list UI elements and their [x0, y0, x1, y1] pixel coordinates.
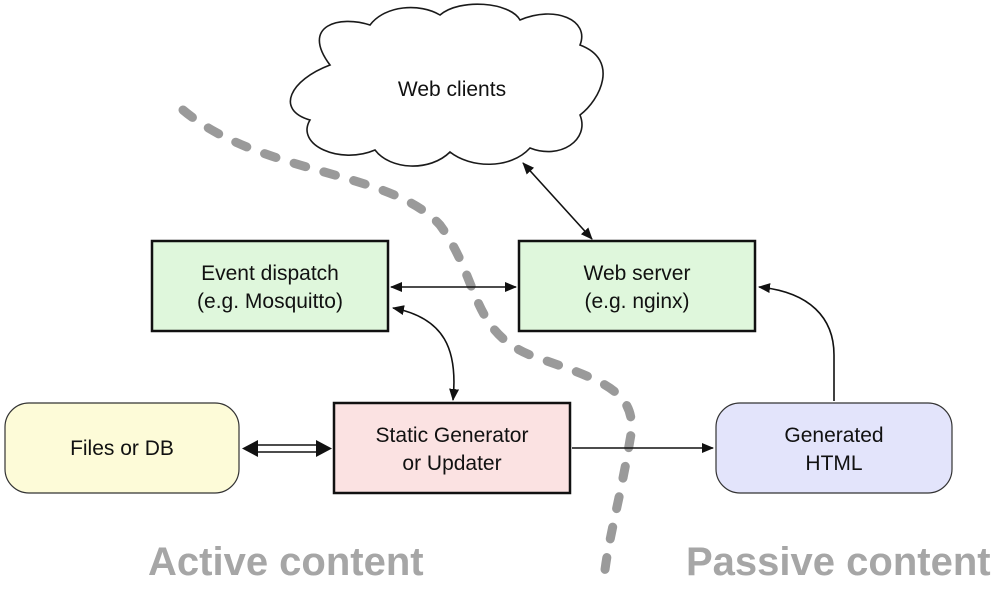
event-dispatch-label-line1: Event dispatch — [201, 262, 339, 285]
edge-files-db-static-generator — [242, 440, 332, 457]
edge-event-dispatch-static-generator — [392, 305, 460, 401]
edge-files-db-arrowhead-left — [242, 440, 258, 457]
static-generator-box: Static Generator or Updater — [332, 401, 572, 495]
generated-html-label-line1: Generated — [784, 424, 883, 447]
active-content-label: Active content — [148, 540, 424, 584]
files-or-db-box: Files or DB — [4, 402, 240, 494]
web-server-rect — [517, 239, 757, 333]
event-dispatch-box: Event dispatch (e.g. Mosquitto) — [150, 239, 390, 333]
passive-content-label: Passive content — [686, 540, 991, 584]
static-generator-label-line2: or Updater — [402, 452, 501, 475]
web-server-box: Web server (e.g. nginx) — [517, 239, 757, 333]
files-or-db-label: Files or DB — [70, 437, 174, 460]
web-clients-cloud: Web clients — [289, 3, 604, 167]
web-server-label-line2: (e.g. nginx) — [584, 290, 689, 313]
edge-web-clients-web-server — [522, 162, 593, 240]
edge-static-generator-arrowhead-right — [316, 440, 332, 457]
web-server-label-line1: Web server — [584, 262, 691, 285]
generated-html-rect — [715, 402, 953, 494]
static-generator-label-line1: Static Generator — [376, 424, 529, 447]
edge-generated-html-web-server — [758, 283, 835, 401]
event-dispatch-rect — [150, 239, 390, 333]
static-generator-rect — [332, 401, 572, 495]
generated-html-box: Generated HTML — [715, 402, 953, 494]
event-dispatch-label-line2: (e.g. Mosquitto) — [197, 290, 343, 313]
web-clients-cloud-shape — [289, 3, 604, 167]
files-or-db-rect — [4, 402, 240, 494]
web-clients-label: Web clients — [398, 78, 506, 101]
generated-html-label-line2: HTML — [805, 452, 862, 475]
content-boundary-line — [178, 105, 636, 583]
